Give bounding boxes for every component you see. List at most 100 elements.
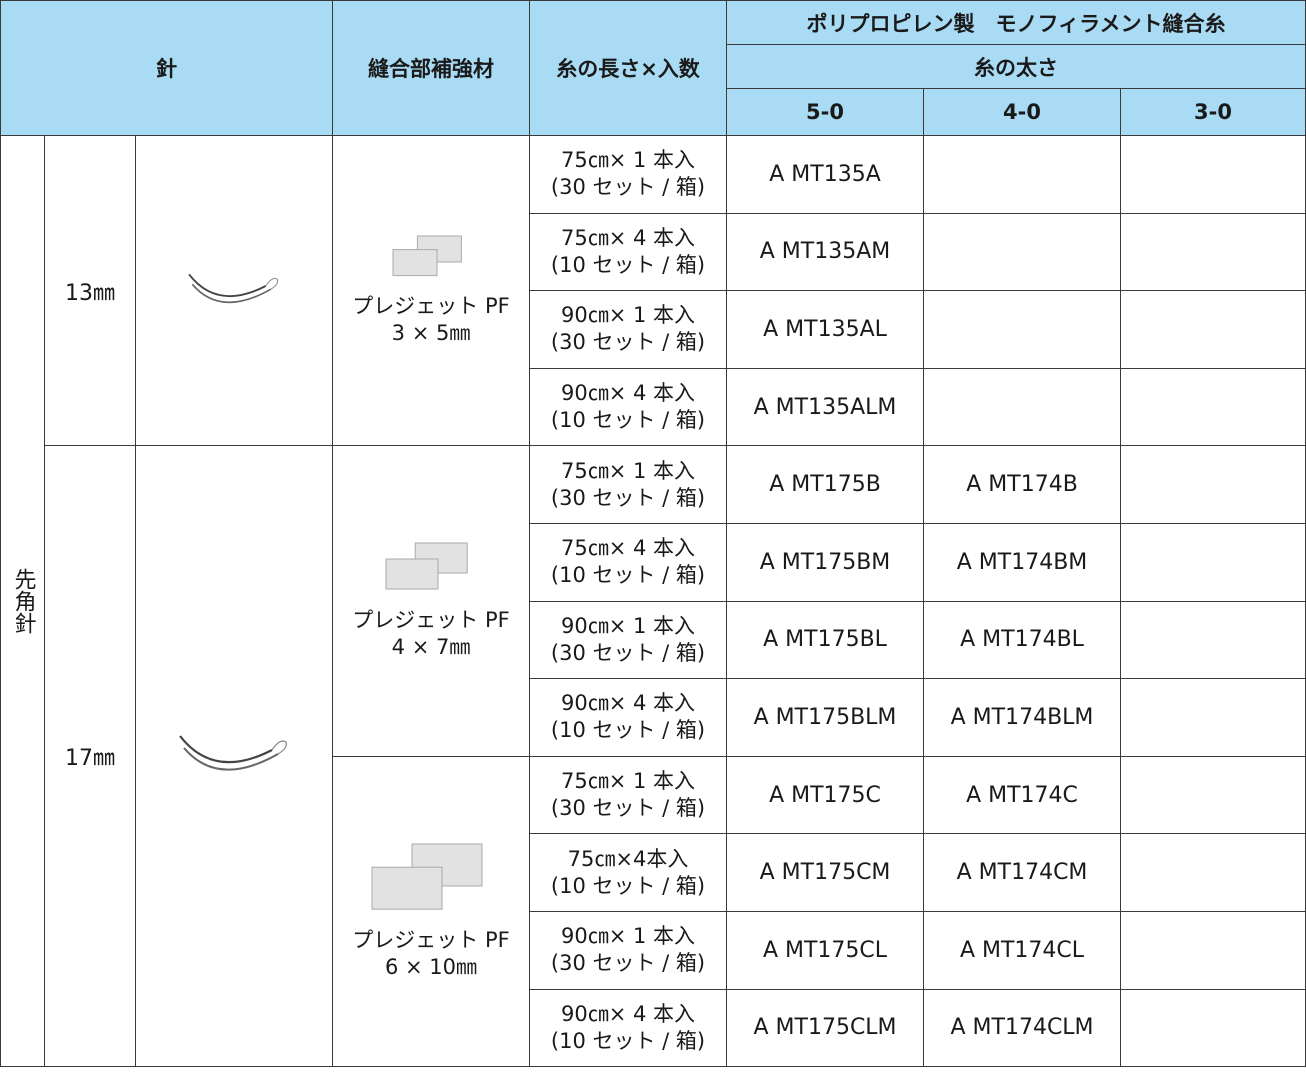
product-code [923, 212, 1122, 292]
product-code [1120, 445, 1306, 524]
needle-size: 17㎜ [44, 445, 136, 1068]
length-count-cell: 75㎝×4本入(10 セット / 箱) [529, 833, 728, 912]
product-code: A MT174BM [923, 522, 1122, 602]
length-count-cell: 90㎝× 4 本入(10 セット / 箱) [529, 988, 728, 1068]
length-count-cell: 75㎝× 4 本入(10 セット / 箱) [529, 212, 728, 292]
needle-header: 針 [0, 0, 334, 136]
length-count-cell: 90㎝× 4 本入(10 セット / 箱) [529, 678, 728, 757]
product-code [1120, 290, 1306, 369]
product-code: A MT174CLM [923, 988, 1122, 1068]
pledget-dims: 6 × 10㎜ [385, 955, 478, 980]
product-code [923, 135, 1122, 214]
reinforcement-header: 縫合部補強材 [332, 0, 531, 136]
product-code [1120, 600, 1306, 680]
needle-image-cell [134, 445, 334, 1068]
needle-type: 先角針 [0, 134, 45, 1068]
needle-image-cell [134, 134, 334, 447]
product-code [1120, 910, 1306, 990]
length-count-cell: 75㎝× 1 本入(30 セット / 箱) [529, 135, 728, 214]
table-row: 90㎝× 1 本入(30 セット / 箱)A MT135AL [1, 290, 1306, 369]
pack-text: (10 セット / 箱) [550, 563, 706, 588]
length-count-cell: 75㎝× 1 本入(30 セット / 箱) [529, 755, 728, 835]
product-code: A MT135AL [726, 290, 925, 369]
pack-text: (10 セット / 箱) [550, 252, 706, 277]
pack-text: (10 セット / 箱) [550, 718, 706, 743]
length-text: 75㎝× 1 本入 [561, 458, 696, 483]
length-count-cell: 90㎝× 4 本入(10 セット / 箱) [529, 367, 728, 447]
pledget-label: プレジェット PF [352, 294, 510, 319]
product-code: A MT175BM [726, 522, 925, 602]
pack-text: (30 セット / 箱) [550, 796, 706, 821]
length-text: 90㎝× 1 本入 [561, 613, 696, 638]
product-code: A MT175CM [726, 833, 925, 912]
length-count-cell: 75㎝× 1 本入(30 セット / 箱) [529, 445, 728, 524]
pack-text: (10 セット / 箱) [550, 873, 706, 898]
product-code [1120, 833, 1306, 912]
pledget-dims: 4 × 7㎜ [391, 635, 471, 660]
length-text: 90㎝× 1 本入 [561, 303, 696, 328]
pack-text: (30 セット / 箱) [550, 175, 706, 200]
size-header-5-0: 5-0 [726, 88, 925, 136]
length-count-cell: 90㎝× 1 本入(30 セット / 箱) [529, 290, 728, 369]
pack-text: (30 セット / 箱) [550, 640, 706, 665]
product-code [1120, 755, 1306, 835]
product-code [1120, 988, 1306, 1068]
product-code [1120, 367, 1306, 447]
table-row: 90㎝× 4 本入(10 セット / 箱)A MT135ALM [1, 367, 1306, 447]
length-count-cell: 90㎝× 1 本入(30 セット / 箱) [529, 600, 728, 680]
needle-size: 13㎜ [44, 134, 136, 447]
pledget-label: プレジェット PF [352, 928, 510, 953]
product-code [923, 367, 1122, 447]
product-code: A MT135ALM [726, 367, 925, 447]
product-code [1120, 212, 1306, 292]
product-code: A MT174B [923, 445, 1122, 524]
product-code [923, 290, 1122, 369]
product-code: A MT175CLM [726, 988, 925, 1068]
pledget-pair-icon [371, 843, 483, 910]
product-code [1120, 135, 1306, 214]
product-code: A MT175CL [726, 910, 925, 990]
pack-text: (10 セット / 箱) [550, 1028, 706, 1053]
length-text: 90㎝× 4 本入 [561, 1001, 696, 1026]
product-code: A MT174CL [923, 910, 1122, 990]
length-count-header: 糸の長さ×入数 [529, 0, 728, 136]
length-count-cell: 90㎝× 1 本入(30 セット / 箱) [529, 910, 728, 990]
length-text: 90㎝× 1 本入 [561, 924, 696, 949]
pledget-label: プレジェット PF [352, 608, 510, 633]
pack-text: (30 セット / 箱) [550, 951, 706, 976]
product-code: A MT175C [726, 755, 925, 835]
pledget-pair-icon [385, 542, 469, 590]
product-code: A MT174BLM [923, 678, 1122, 757]
size-header-3-0: 3-0 [1120, 88, 1306, 136]
pledget-dims: 3 × 5㎜ [391, 321, 471, 346]
curved-needle-icon [179, 735, 287, 771]
product-code: A MT174BL [923, 600, 1122, 680]
length-text: 90㎝× 4 本入 [561, 381, 696, 406]
pledget-pair-icon [392, 235, 462, 276]
pack-text: (30 セット / 箱) [550, 485, 706, 510]
size-header-4-0: 4-0 [923, 88, 1122, 136]
length-text: 75㎝× 1 本入 [561, 769, 696, 794]
pack-text: (10 セット / 箱) [550, 408, 706, 433]
length-text: 75㎝× 1 本入 [561, 148, 696, 173]
thickness-header: 糸の太さ [726, 44, 1306, 89]
product-code: A MT175BLM [726, 678, 925, 757]
product-code [1120, 522, 1306, 602]
product-code: A MT175B [726, 445, 925, 524]
curved-needle-icon [188, 273, 279, 303]
product-code: A MT174C [923, 755, 1122, 835]
length-text: 75㎝×4本入 [567, 846, 689, 871]
product-code: A MT175BL [726, 600, 925, 680]
length-count-cell: 75㎝× 4 本入(10 セット / 箱) [529, 522, 728, 602]
product-code [1120, 678, 1306, 757]
